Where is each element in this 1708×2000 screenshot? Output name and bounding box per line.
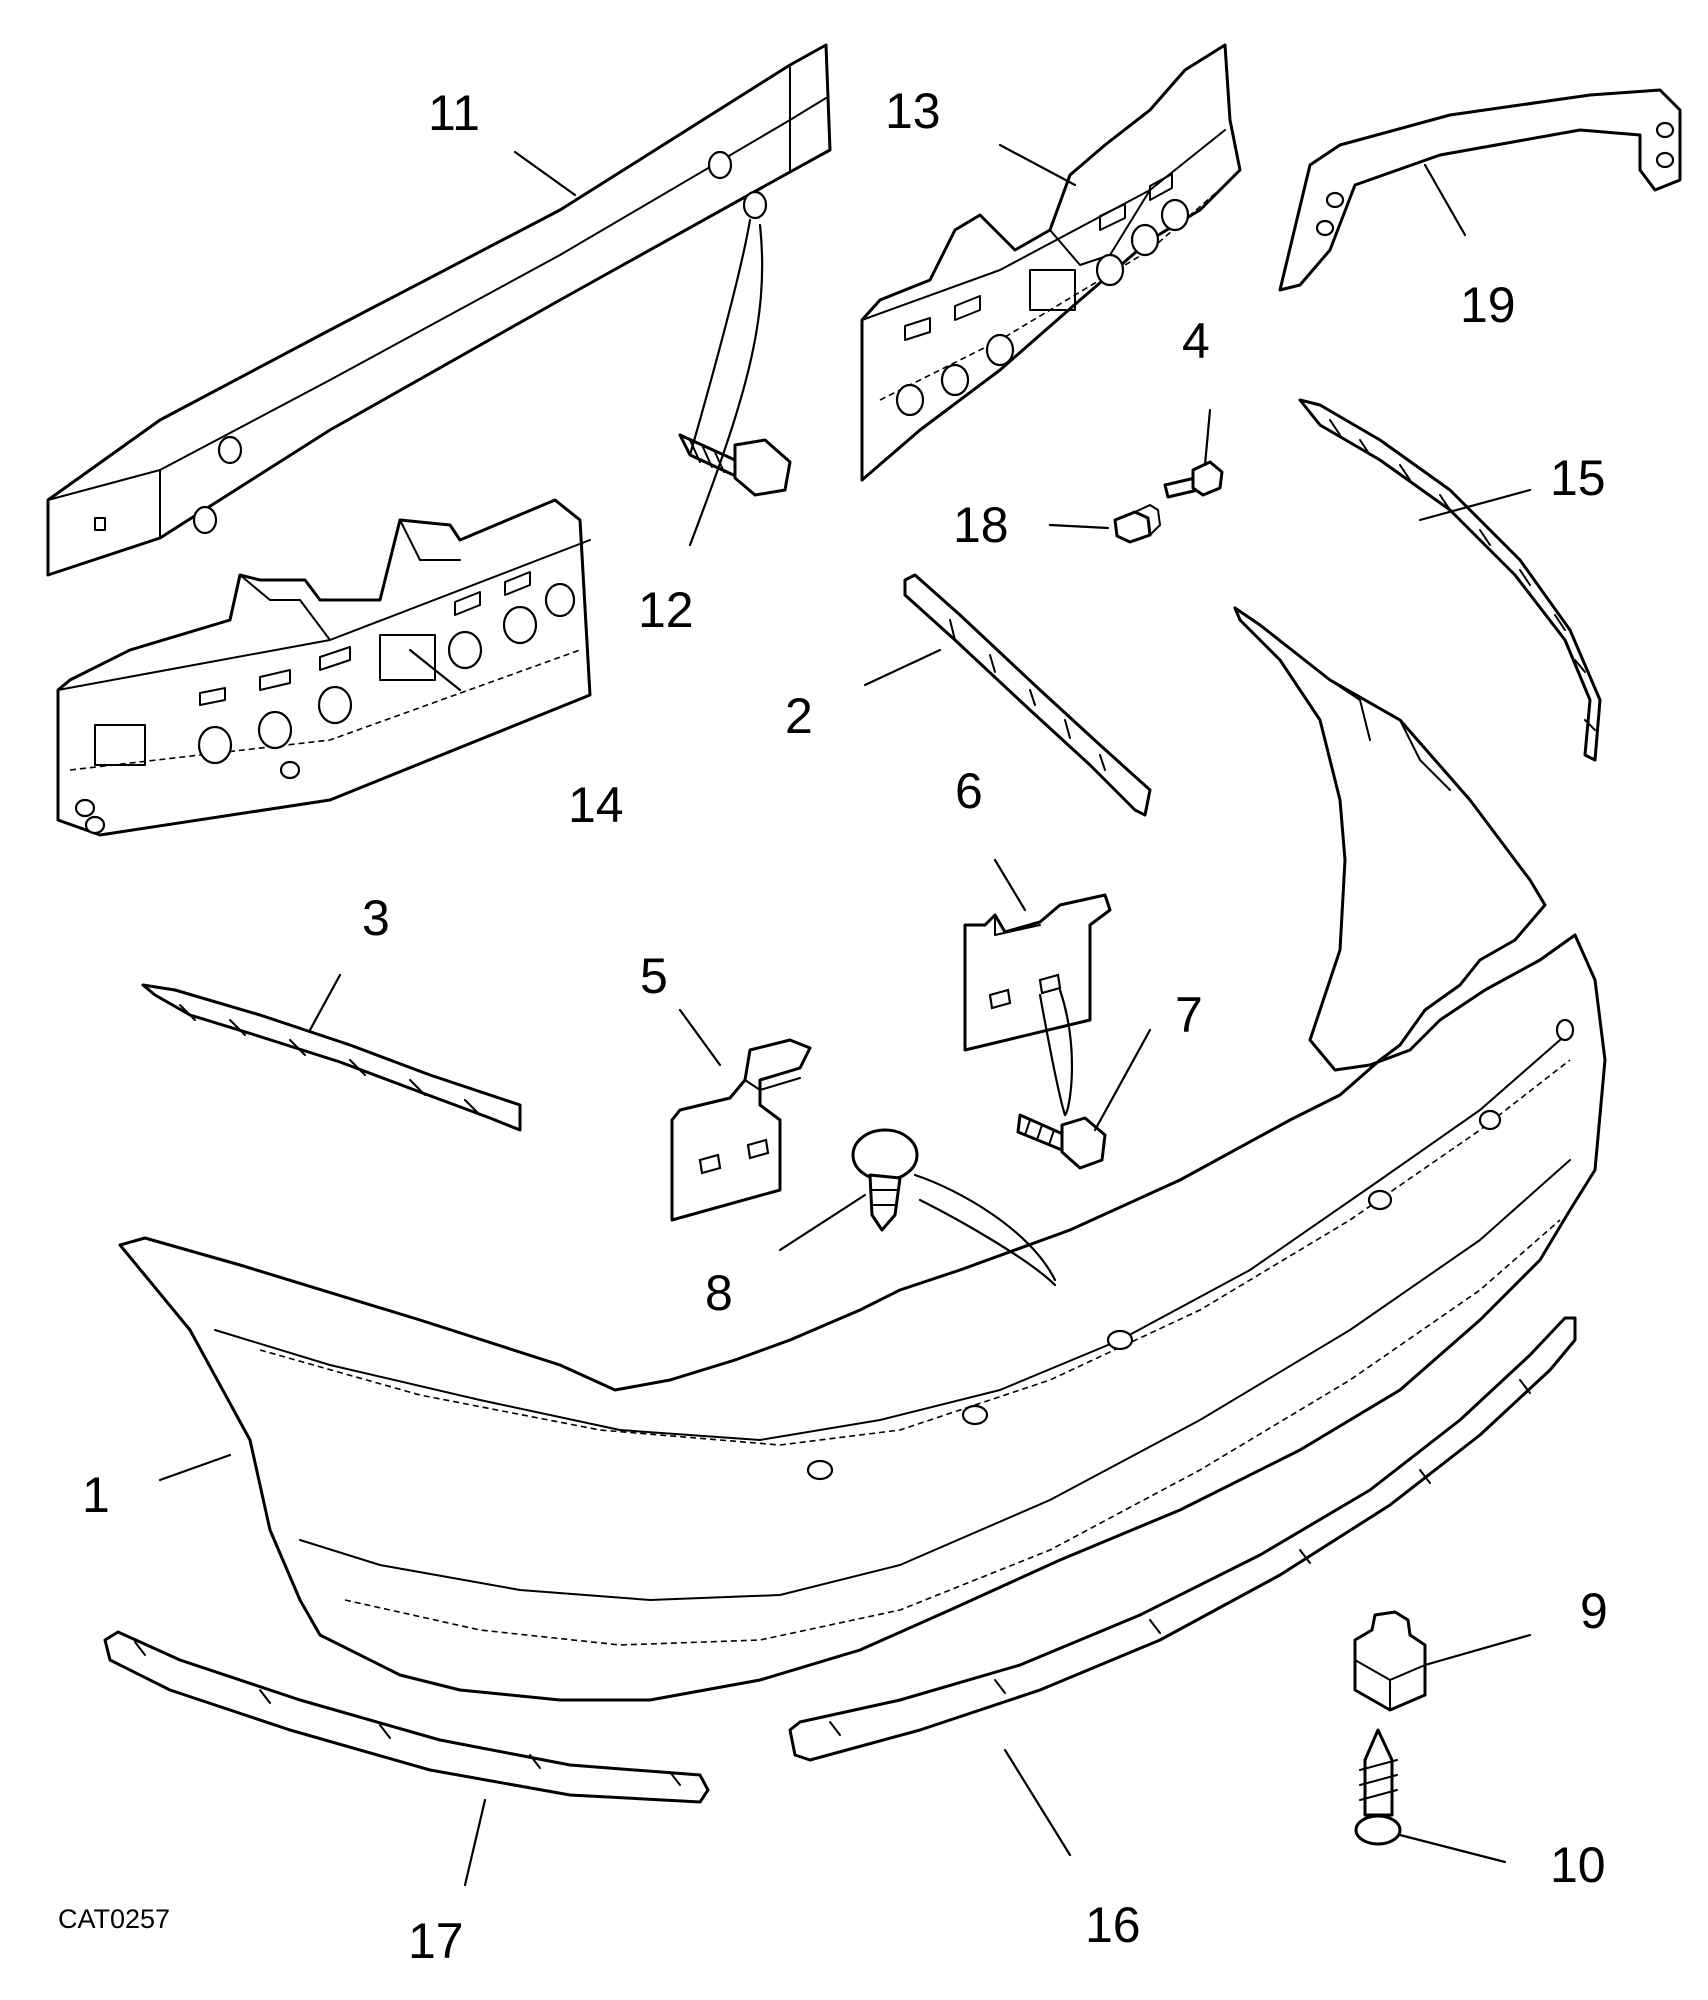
callout-7: 7 (1175, 987, 1203, 1043)
callout-5: 5 (640, 948, 668, 1004)
callout-15: 15 (1550, 450, 1606, 506)
callout-10: 10 (1550, 1837, 1606, 1893)
leader-lines (158, 143, 1532, 1887)
callout-14: 14 (568, 777, 624, 833)
trim-strip-part-3[interactable] (141, 983, 522, 1132)
callout-6: 6 (955, 763, 983, 819)
bumper-cover-part-1[interactable] (118, 606, 1607, 1702)
bracket-part-5[interactable] (670, 1038, 812, 1222)
bolt-part-7[interactable] (1016, 1113, 1107, 1170)
callout-4: 4 (1182, 313, 1210, 369)
callout-9: 9 (1580, 1583, 1608, 1639)
callout-17: 17 (408, 1913, 464, 1969)
bolt-part-4[interactable] (1163, 460, 1224, 499)
nut-part-18[interactable] (1113, 504, 1161, 544)
energy-absorber-part-13[interactable] (860, 43, 1242, 482)
energy-absorber-part-14[interactable] (56, 498, 592, 837)
trim-strip-part-15[interactable] (1298, 398, 1602, 762)
callout-12: 12 (638, 582, 694, 638)
callout-8: 8 (705, 1265, 733, 1321)
callout-13: 13 (885, 83, 941, 139)
bolt-part-12[interactable] (678, 433, 792, 497)
callout-3: 3 (362, 890, 390, 946)
push-clip-part-8[interactable] (851, 1128, 919, 1232)
catalog-code: CAT0257 (58, 1904, 170, 1934)
callout-18: 18 (953, 497, 1009, 553)
clip-nut-part-9[interactable] (1353, 1610, 1427, 1712)
lower-trim-part-17[interactable] (103, 1630, 710, 1804)
lower-trim-part-16[interactable] (788, 1316, 1577, 1762)
bracket-part-6[interactable] (963, 893, 1112, 1052)
trim-strip-part-2[interactable] (903, 573, 1152, 817)
callout-11: 11 (428, 85, 480, 141)
callout-1: 1 (82, 1467, 110, 1523)
bumper-beam-part-11[interactable] (46, 43, 832, 577)
bracket-part-19[interactable] (1278, 88, 1682, 292)
screw-part-10[interactable] (1354, 1728, 1402, 1846)
callout-16: 16 (1085, 1897, 1141, 1953)
callout-19: 19 (1460, 277, 1516, 333)
callout-2: 2 (785, 688, 813, 744)
